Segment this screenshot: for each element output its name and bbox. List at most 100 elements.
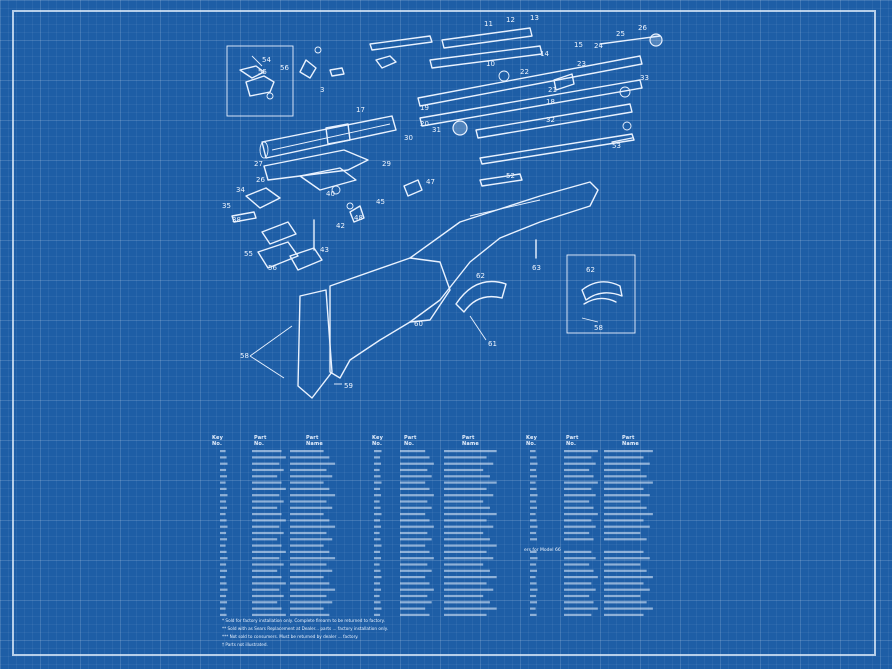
legend-row-text	[374, 531, 380, 535]
legend-row-text	[444, 550, 487, 553]
legend-row-text	[290, 462, 336, 465]
callout-12: 10	[486, 60, 495, 68]
legend-row-text	[564, 506, 594, 509]
legend-row-text	[252, 500, 284, 503]
legend-row-text	[604, 588, 650, 591]
legend-row-text	[400, 569, 432, 572]
legend-row-text	[374, 563, 380, 566]
legend-row-text	[290, 601, 333, 604]
legend-row-text	[374, 462, 382, 465]
legend-row-text	[220, 481, 226, 484]
legend-row-text	[400, 601, 432, 604]
legend-row-text	[220, 563, 227, 566]
legend-col-3	[530, 450, 653, 616]
legend-row-text	[290, 519, 330, 522]
legend-row-text	[290, 576, 324, 579]
callout-46: 58	[240, 352, 249, 360]
legend-row-text	[290, 525, 336, 528]
legend-notes: * Sold for factory installation only. Co…	[222, 617, 388, 649]
legend-row-text	[400, 468, 428, 472]
legend-row-text	[374, 519, 381, 522]
legend-row-text	[220, 494, 228, 497]
legend-row-text	[564, 494, 596, 497]
legend-row-text	[220, 475, 228, 478]
note-4: † Parts not illustrated.	[222, 642, 268, 647]
legend-row-text	[290, 613, 330, 616]
callout-27: 26	[256, 176, 265, 184]
legend-row-text	[400, 594, 428, 598]
legend-row-text	[564, 576, 598, 579]
hdr-part-name-1: Part Name	[306, 435, 323, 447]
legend-row-text	[530, 601, 538, 604]
legend-row-text	[374, 601, 381, 604]
legend-row-text	[400, 544, 426, 547]
legend-row-text	[220, 613, 227, 616]
legend-row-text	[400, 487, 430, 490]
callout-9: 56	[280, 64, 289, 72]
hdr-part-name-3: Part Name	[622, 435, 639, 447]
legend-row-text	[220, 538, 228, 541]
callout-26: 27	[254, 160, 263, 168]
inset-detail-right	[566, 254, 636, 334]
callout-37: 42	[336, 222, 345, 230]
callout-20: 20	[420, 120, 429, 128]
legend-row-text	[604, 569, 647, 572]
legend-row-text	[290, 557, 336, 560]
legend-row-text	[252, 450, 282, 453]
callout-40: 56	[268, 264, 277, 272]
legend-row-text	[400, 456, 430, 459]
legend-row-text	[220, 576, 226, 579]
legend-row-text	[252, 456, 286, 459]
legend-row-text	[530, 557, 538, 560]
callout-24: 53	[612, 142, 621, 150]
legend-row-text	[530, 513, 536, 516]
callout-5: 24	[594, 42, 603, 50]
legend-row-text	[444, 481, 497, 484]
callout-labels: 11 12 13 15 24 25 26 54 56 55 3 10 22 14…	[222, 14, 649, 390]
legend-row-text	[400, 494, 434, 497]
legend-row-text	[400, 513, 426, 516]
legend-subheading: ers for Model 66	[524, 547, 561, 553]
legend-row-text	[604, 513, 653, 516]
legend-row-text	[400, 500, 428, 503]
callout-6: 25	[616, 30, 625, 38]
legend-row-text	[444, 613, 487, 616]
legend-row-text	[220, 450, 226, 453]
legend-row-text	[604, 475, 647, 478]
legend-row-text	[444, 506, 490, 509]
legend-row-text	[290, 569, 333, 572]
callout-25: 30	[404, 134, 413, 142]
legend-row-text	[444, 494, 494, 497]
legend-row-text	[220, 588, 228, 591]
legend-row-text	[400, 506, 432, 509]
legend-row-text	[564, 538, 594, 541]
legend-row-text	[290, 487, 330, 490]
legend-row-text	[252, 613, 286, 616]
legend-row-text	[220, 531, 227, 535]
legend-row-text	[220, 513, 226, 516]
legend-row-text	[400, 563, 428, 566]
legend-row-text	[604, 550, 644, 553]
legend-row-text	[564, 456, 592, 459]
callout-16: 23	[577, 60, 586, 68]
legend-row-text	[444, 557, 494, 560]
legend-row-text	[220, 544, 226, 547]
legend-row-text	[400, 613, 430, 616]
legend-row-text	[604, 494, 650, 497]
legend-row-text	[530, 550, 537, 553]
legend-row-text	[604, 450, 653, 453]
legend-row-text	[530, 594, 537, 598]
legend-row-text	[444, 450, 497, 453]
legend-row-text	[400, 538, 432, 541]
legend-row-text	[564, 468, 590, 472]
legend-row-text	[530, 506, 538, 509]
legend-row-text	[530, 475, 538, 478]
legend-row-text	[220, 525, 228, 528]
legend-row-text	[252, 544, 282, 547]
legend-row-text	[530, 576, 536, 579]
legend-row-text	[220, 557, 228, 560]
legend-row-text	[564, 450, 598, 453]
legend-row-text	[444, 594, 484, 598]
